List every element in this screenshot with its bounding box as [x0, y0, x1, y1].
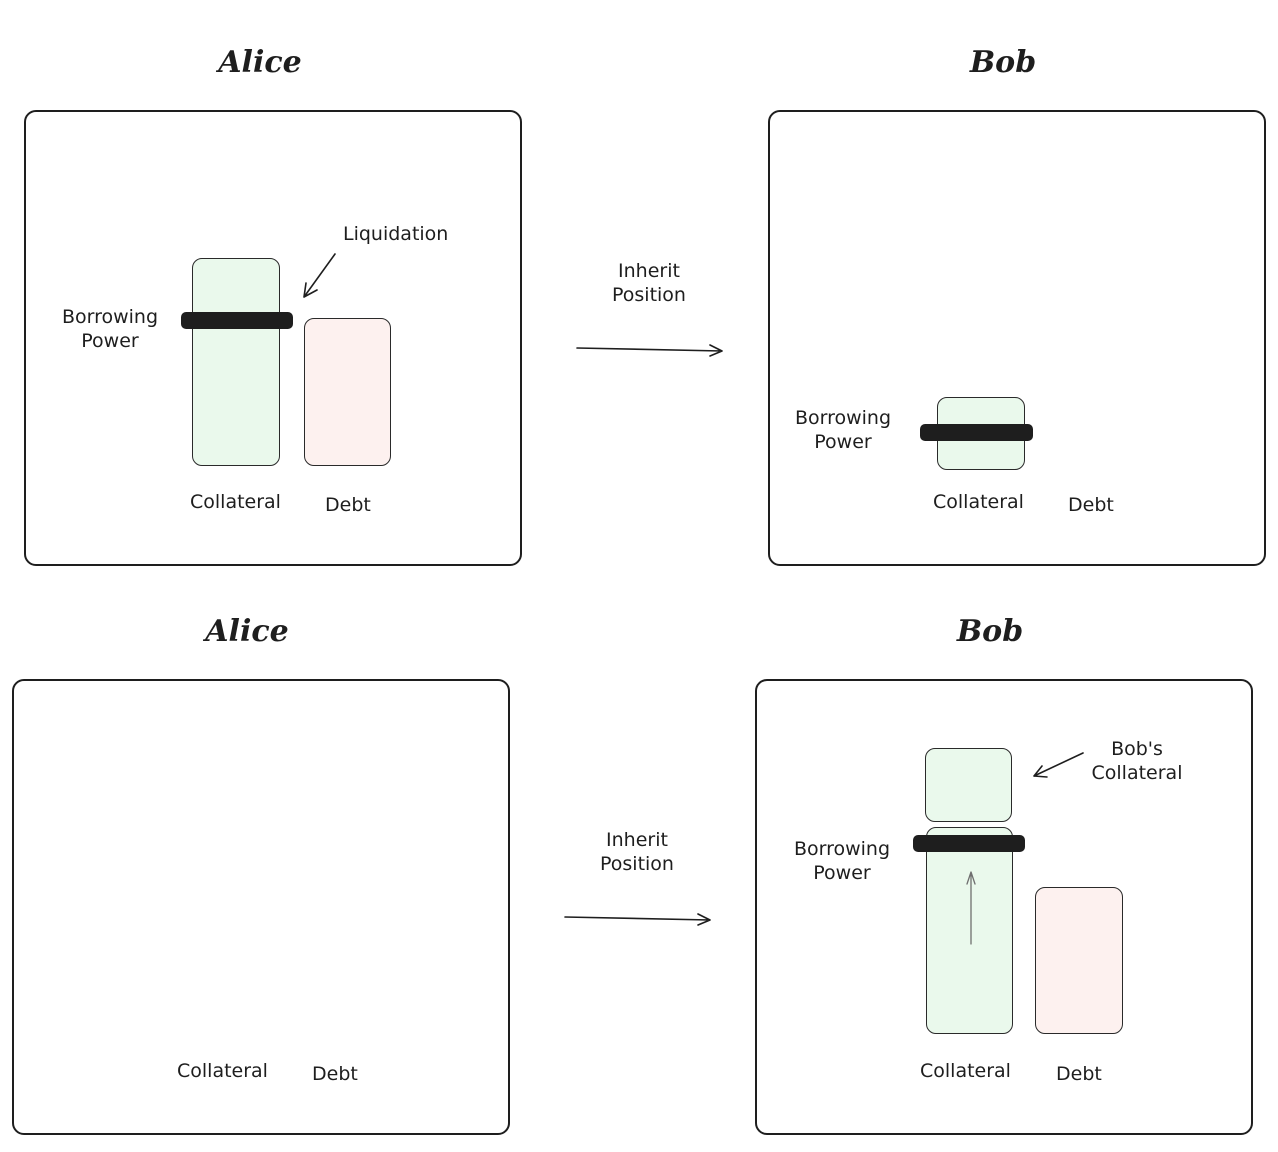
bob-borrowing-power-label-bottom: Borrowing Power [793, 838, 891, 884]
bob-debt-bar-bottom [1035, 887, 1123, 1034]
bobs-collateral-label: Bob's Collateral [1091, 738, 1183, 784]
inherit-arrow-bottom [564, 913, 711, 926]
alice-debt-bar-top [304, 318, 391, 466]
bob-debt-label-top: Debt [1068, 494, 1114, 516]
alice-debt-label-top: Debt [325, 494, 371, 516]
bob-collateral-label-top: Collateral [933, 491, 1024, 513]
bob-title-bottom: Bob [956, 614, 1024, 649]
bob-borrowing-power-label-top: Borrowing Power [794, 407, 892, 453]
alice-title-top: Alice [218, 45, 302, 80]
bob-title-top: Bob [969, 45, 1037, 80]
liquidation-label: Liquidation [343, 223, 449, 245]
alice-collateral-label-bottom: Collateral [177, 1060, 268, 1082]
bob-panel-top [768, 110, 1266, 566]
inherit-position-label-bottom: Inherit Position [600, 829, 674, 875]
alice-debt-label-bottom: Debt [312, 1063, 358, 1085]
bob-debt-label-bottom: Debt [1056, 1063, 1102, 1085]
alice-panel-bottom [12, 679, 510, 1135]
inherited-collateral-bar [926, 827, 1013, 1034]
alice-title-bottom: Alice [205, 614, 289, 649]
alice-collateral-bar-top [192, 258, 280, 466]
alice-borrowing-power-band-top [181, 312, 293, 329]
bob-collateral-label-bottom: Collateral [920, 1060, 1011, 1082]
bobs-own-collateral-bar [925, 748, 1012, 822]
inherit-arrow-top [576, 344, 723, 357]
inherit-position-label-top: Inherit Position [612, 260, 686, 306]
alice-borrowing-power-label-top: Borrowing Power [61, 306, 159, 352]
bob-borrowing-power-band-top [920, 424, 1033, 441]
alice-collateral-label-top: Collateral [190, 491, 281, 513]
bob-borrowing-power-band-bottom [913, 835, 1025, 852]
